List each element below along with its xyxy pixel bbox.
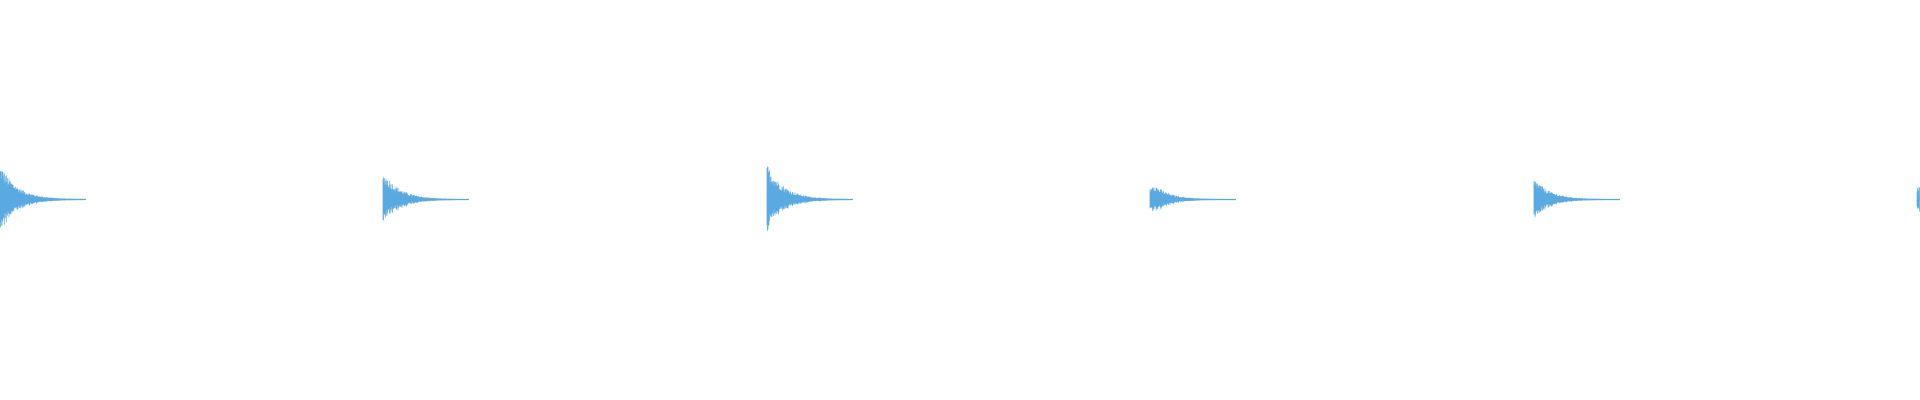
waveform-bursts — [0, 166, 1920, 232]
waveform-burst — [0, 170, 86, 228]
waveform-burst — [1149, 187, 1236, 212]
waveform-burst — [382, 177, 469, 221]
waveform-burst-path — [382, 177, 469, 221]
waveform-burst — [766, 166, 853, 232]
waveform-burst-path — [766, 166, 853, 232]
waveform-burst — [1533, 181, 1620, 218]
